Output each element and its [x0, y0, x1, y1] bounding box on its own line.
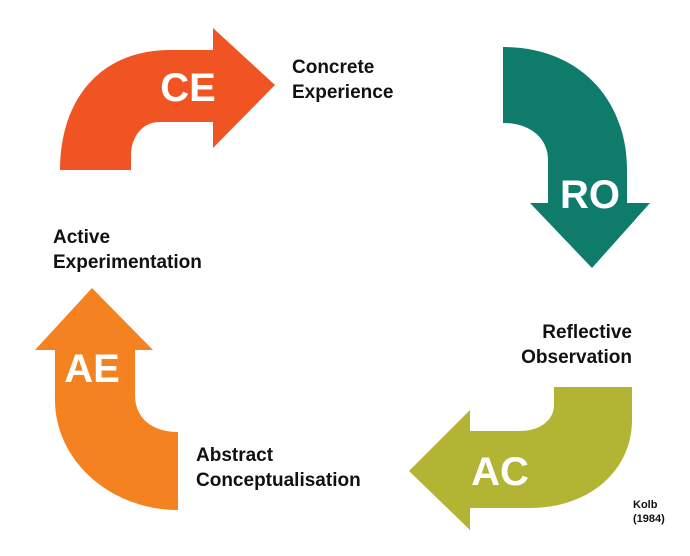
abbr-ae: AE	[64, 347, 120, 391]
label-line: Abstract	[196, 445, 274, 466]
citation: Kolb (1984)	[633, 498, 665, 526]
label-line: Experience	[292, 82, 394, 103]
label-line: Experimentation	[53, 252, 202, 273]
label-concrete-experience: Concrete Experience	[292, 55, 393, 105]
label-reflective-observation: Reflective Observation	[521, 320, 632, 370]
arrow-ro	[503, 47, 650, 268]
abbr-ro: RO	[560, 173, 620, 217]
arrow-ce	[60, 28, 275, 170]
label-line: Reflective	[542, 322, 632, 343]
arrow-ae	[35, 288, 178, 510]
label-line: Conceptualisation	[196, 470, 361, 491]
citation-author: Kolb	[633, 499, 658, 511]
citation-year: (1984)	[633, 513, 665, 525]
abbr-ac: AC	[471, 450, 529, 494]
label-line: Active	[53, 227, 111, 248]
label-abstract-conceptualisation: Abstract Conceptualisation	[196, 443, 361, 493]
arrow-ac	[409, 387, 632, 530]
label-line: Concrete	[292, 57, 375, 78]
abbr-ce: CE	[160, 66, 216, 110]
label-line: Observation	[521, 347, 632, 368]
label-active-experimentation: Active Experimentation	[53, 225, 202, 275]
